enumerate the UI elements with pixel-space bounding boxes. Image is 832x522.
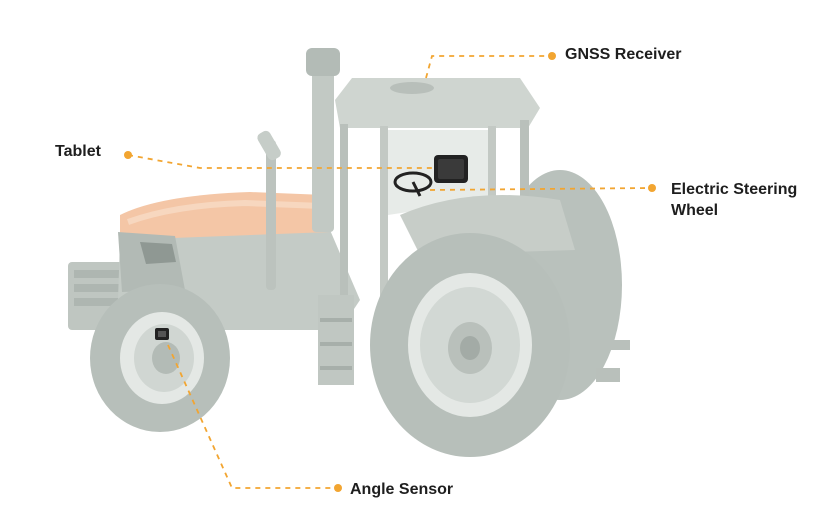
- callout-line-gnss: [425, 55, 552, 79]
- angle-sensor-device: [155, 328, 169, 340]
- label-electric-steering-wheel: Electric Steering Wheel: [671, 179, 797, 221]
- callout-dot-angle: [334, 484, 342, 492]
- callout-dot-gnss: [548, 52, 556, 60]
- exhaust-pipe: [266, 140, 276, 290]
- steering-wheel: [393, 171, 433, 197]
- label-tablet: Tablet: [55, 143, 101, 160]
- tablet-device: [434, 155, 468, 183]
- callout-line-steering: [429, 187, 651, 191]
- callout-dot-tablet: [124, 151, 132, 159]
- callout-line-angle: [167, 344, 336, 489]
- label-electric-steering-wheel-line1: Electric Steering: [671, 181, 798, 198]
- gnss-antenna-dome: [390, 82, 434, 94]
- label-angle-sensor: Angle Sensor: [350, 481, 454, 498]
- callout-line-tablet: [127, 154, 435, 169]
- callout-dot-steering: [648, 184, 656, 192]
- label-gnss-receiver: GNSS Receiver: [565, 46, 682, 63]
- cab-roof: [335, 78, 540, 128]
- tractor: [68, 48, 630, 457]
- label-electric-steering-wheel-line2: Wheel: [671, 202, 719, 219]
- air-intake: [312, 72, 334, 232]
